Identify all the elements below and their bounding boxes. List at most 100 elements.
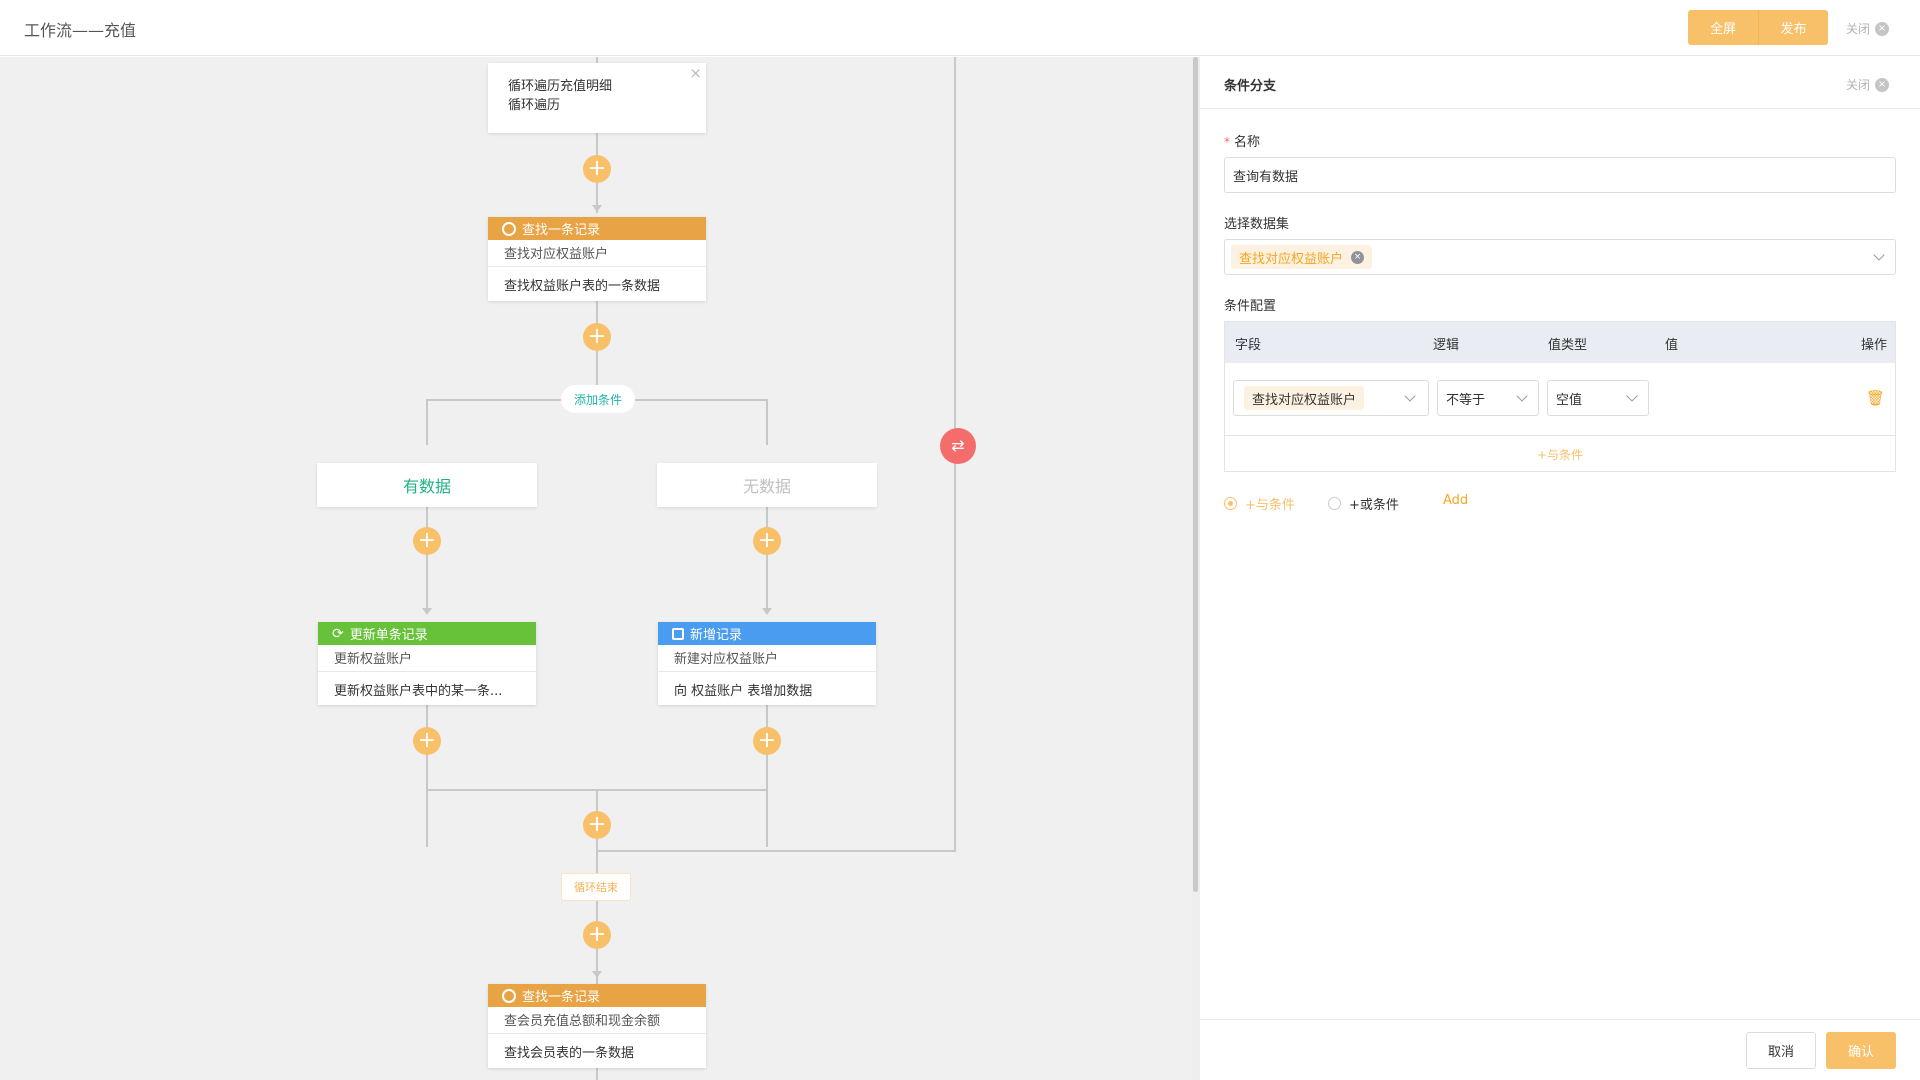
connector-line bbox=[426, 705, 428, 847]
node-type-label: 更新单条记录 bbox=[349, 628, 428, 643]
header-close-button[interactable]: 关闭 × bbox=[1846, 20, 1890, 37]
cancel-button[interactable]: 取消 bbox=[1746, 1032, 1816, 1069]
dataset-tag-label: 查找对应权益账户 bbox=[1239, 251, 1344, 267]
logic-value: 不等于 bbox=[1446, 392, 1486, 408]
loop-node[interactable]: 循环遍历充值明细 循环遍历 × bbox=[488, 63, 706, 133]
search-icon bbox=[502, 221, 516, 236]
arrow-down-icon bbox=[592, 205, 602, 212]
add-node-button[interactable]: + bbox=[753, 727, 781, 755]
loop-back-icon[interactable]: ⇄ bbox=[940, 428, 976, 464]
node-name: 查会员充值总额和现金余额 bbox=[488, 1007, 706, 1034]
add-node-button[interactable]: + bbox=[583, 811, 611, 839]
workflow-canvas[interactable]: ⇄ 循环遍历充值明细 循环遍历 × + 查找一条记录 查找对应权益账户 查找权益… bbox=[0, 57, 1195, 1080]
add-node-button[interactable]: + bbox=[583, 155, 611, 183]
field-select[interactable]: 查找对应权益账户 bbox=[1233, 380, 1429, 416]
condition-table: 字段 逻辑 值类型 值 操作 查找对应权益账户 不等于 空值 🗑 +与条件 bbox=[1224, 321, 1896, 472]
and-condition-radio[interactable]: +与条件 bbox=[1224, 494, 1295, 513]
node-header: 查找一条记录 bbox=[488, 217, 706, 240]
add-node-button[interactable]: + bbox=[413, 527, 441, 555]
node-desc: 查找权益账户表的一条数据 bbox=[504, 279, 661, 294]
branch-has-data[interactable]: 有数据 bbox=[317, 463, 537, 507]
add-button[interactable]: Add bbox=[1443, 493, 1469, 508]
connector-line bbox=[766, 705, 768, 847]
condition-branch-panel: 条件分支 关闭 × *名称 查询有数据 选择数据集 查找对应权益账户 × 条件配… bbox=[1200, 57, 1920, 1080]
branch-no-data[interactable]: 无数据 bbox=[657, 463, 877, 507]
column-header: 操作 bbox=[1861, 338, 1888, 353]
node-name: 新建对应权益账户 bbox=[658, 645, 876, 672]
update-record-node[interactable]: ⟳ 更新单条记录 更新权益账户 更新权益账户表中的某一条... bbox=[318, 622, 536, 705]
radio-checked-icon bbox=[1224, 497, 1237, 510]
value-type-value: 空值 bbox=[1556, 392, 1583, 408]
loop-back-line bbox=[596, 850, 956, 852]
canvas-scrollbar[interactable] bbox=[1193, 57, 1198, 892]
add-node-button[interactable]: + bbox=[413, 727, 441, 755]
chevron-down-icon bbox=[1626, 390, 1638, 402]
radio-label: +或条件 bbox=[1349, 498, 1399, 513]
column-header: 逻辑 bbox=[1433, 338, 1460, 353]
loop-node-desc: 循环遍历 bbox=[508, 98, 561, 113]
connector-line bbox=[596, 57, 598, 63]
app-header: 工作流——充值 全屏 发布 关闭 × bbox=[0, 0, 1920, 56]
chevron-down-icon bbox=[1873, 249, 1885, 261]
tag-remove-icon[interactable]: × bbox=[1351, 250, 1365, 264]
logic-select[interactable]: 不等于 bbox=[1437, 380, 1539, 416]
node-desc: 向 权益账户 表增加数据 bbox=[674, 684, 813, 699]
connector-line bbox=[766, 399, 768, 445]
add-node-button[interactable]: + bbox=[583, 323, 611, 351]
table-row: 查找对应权益账户 不等于 空值 🗑 bbox=[1225, 363, 1895, 436]
find-record-node[interactable]: 查找一条记录 查会员充值总额和现金余额 查找会员表的一条数据 bbox=[488, 984, 706, 1068]
radio-label: +与条件 bbox=[1245, 498, 1295, 513]
node-name: 查找对应权益账户 bbox=[488, 240, 706, 267]
arrow-down-icon bbox=[762, 608, 772, 615]
panel-close-button[interactable]: 关闭 × bbox=[1846, 76, 1890, 93]
close-label: 关闭 bbox=[1846, 78, 1871, 92]
dataset-select[interactable]: 查找对应权益账户 × bbox=[1224, 239, 1896, 275]
arrow-down-icon bbox=[422, 608, 432, 615]
add-node-button[interactable]: + bbox=[753, 527, 781, 555]
connector-line bbox=[426, 506, 428, 608]
find-record-node[interactable]: 查找一条记录 查找对应权益账户 查找权益账户表的一条数据 bbox=[488, 217, 706, 301]
header-button-group: 全屏 发布 bbox=[1688, 10, 1828, 45]
connector-line bbox=[766, 506, 768, 608]
required-mark: * bbox=[1224, 135, 1230, 149]
column-header: 值类型 bbox=[1548, 338, 1588, 353]
column-header: 值 bbox=[1665, 338, 1679, 353]
add-condition-button[interactable]: 添加条件 bbox=[561, 385, 635, 413]
refresh-icon: ⟳ bbox=[332, 625, 344, 642]
dataset-label: 选择数据集 bbox=[1224, 217, 1290, 232]
or-condition-radio[interactable]: +或条件 bbox=[1328, 494, 1399, 513]
node-name: 更新权益账户 bbox=[318, 645, 536, 672]
radio-unchecked-icon bbox=[1328, 497, 1341, 510]
panel-title: 条件分支 bbox=[1224, 79, 1277, 94]
arrow-down-icon bbox=[592, 971, 602, 978]
condition-config-label: 条件配置 bbox=[1224, 299, 1277, 314]
add-node-button[interactable]: + bbox=[583, 921, 611, 949]
value-type-select[interactable]: 空值 bbox=[1547, 380, 1649, 416]
chevron-down-icon bbox=[1404, 390, 1416, 402]
node-type-label: 查找一条记录 bbox=[522, 990, 601, 1005]
connector-line bbox=[426, 399, 428, 445]
field-tag: 查找对应权益账户 bbox=[1244, 386, 1365, 410]
loop-end-label: 循环结束 bbox=[561, 873, 631, 901]
add-and-condition-row-button[interactable]: +与条件 bbox=[1536, 447, 1584, 462]
name-label: *名称 bbox=[1224, 135, 1261, 150]
node-type-label: 查找一条记录 bbox=[522, 223, 601, 238]
confirm-button[interactable]: 确认 bbox=[1826, 1032, 1896, 1069]
fullscreen-button[interactable]: 全屏 bbox=[1688, 10, 1758, 45]
dataset-tag: 查找对应权益账户 × bbox=[1231, 245, 1373, 269]
node-header: 查找一条记录 bbox=[488, 984, 706, 1007]
publish-button[interactable]: 发布 bbox=[1758, 10, 1828, 45]
loop-node-name: 循环遍历充值明细 bbox=[508, 79, 613, 94]
close-icon: × bbox=[1875, 21, 1890, 36]
panel-header: 条件分支 关闭 × bbox=[1200, 57, 1920, 109]
column-header: 字段 bbox=[1235, 338, 1262, 353]
close-icon[interactable]: × bbox=[689, 64, 702, 82]
trash-icon[interactable]: 🗑 bbox=[1866, 389, 1886, 407]
copy-icon bbox=[672, 627, 684, 640]
create-record-node[interactable]: 新增记录 新建对应权益账户 向 权益账户 表增加数据 bbox=[658, 622, 876, 705]
node-desc: 更新权益账户表中的某一条... bbox=[334, 684, 503, 699]
search-icon bbox=[502, 988, 516, 1003]
name-input[interactable]: 查询有数据 bbox=[1224, 157, 1896, 193]
table-header: 字段 逻辑 值类型 值 操作 bbox=[1225, 322, 1895, 363]
node-desc: 查找会员表的一条数据 bbox=[504, 1046, 635, 1061]
